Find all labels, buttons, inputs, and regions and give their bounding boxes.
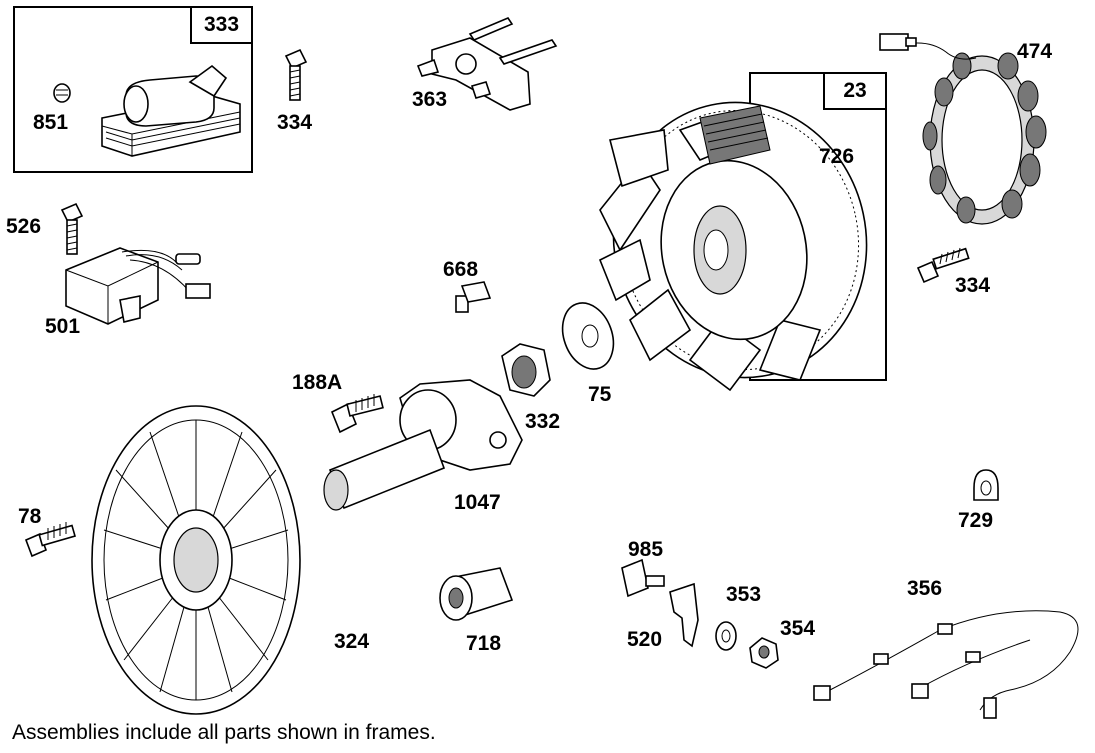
label-334-right: 334 — [955, 274, 991, 297]
part-333-ignition-coil — [101, 64, 241, 157]
label-726: 726 — [819, 145, 855, 168]
part-501-regulator-rectifier — [65, 247, 211, 325]
part-334-bolt-right — [916, 247, 970, 284]
frame-tag-23: 23 — [823, 72, 887, 110]
part-726-flywheel — [598, 101, 868, 392]
part-526-bolt — [60, 202, 84, 255]
part-718-spacer — [439, 567, 514, 621]
label-851: 851 — [33, 111, 69, 134]
part-520-bracket — [669, 582, 699, 648]
label-501: 501 — [45, 315, 81, 338]
label-526: 526 — [6, 215, 42, 238]
label-474: 474 — [1017, 40, 1053, 63]
label-729: 729 — [958, 509, 994, 532]
part-324-fan — [91, 405, 301, 715]
label-324: 324 — [334, 630, 370, 653]
part-729-clip — [973, 469, 999, 501]
label-353: 353 — [726, 583, 762, 606]
frame-333-ignition-coil — [13, 6, 253, 173]
frame-tag-333: 333 — [190, 6, 253, 44]
label-188A: 188A — [292, 371, 343, 394]
part-353-lockwasher — [715, 621, 737, 651]
part-332-nut — [501, 343, 551, 397]
part-474-alternator-stator — [879, 33, 1047, 225]
part-851-spark-plug-wire — [53, 27, 130, 103]
part-985-terminal — [621, 558, 665, 598]
part-188A-bolt — [330, 394, 384, 434]
label-668: 668 — [443, 258, 479, 281]
label-332: 332 — [525, 410, 561, 433]
label-1047: 1047 — [454, 491, 501, 514]
part-334-bolt-top — [284, 48, 308, 101]
part-75-washer — [561, 302, 615, 370]
part-668-screw — [455, 281, 492, 313]
part-356-wire-harness — [813, 610, 1079, 719]
label-363: 363 — [412, 88, 448, 111]
label-75: 75 — [588, 383, 612, 406]
label-520: 520 — [627, 628, 663, 651]
part-1047-fan-adapter — [323, 379, 523, 511]
part-363-mounting-bracket — [416, 17, 558, 111]
footer-note: Assemblies include all parts shown in fr… — [12, 721, 436, 744]
part-354-nut — [749, 637, 779, 669]
label-78: 78 — [18, 505, 42, 528]
label-334-top: 334 — [277, 111, 313, 134]
part-78-bolt — [24, 522, 76, 558]
label-718: 718 — [466, 632, 502, 655]
label-985: 985 — [628, 538, 664, 561]
label-354: 354 — [780, 617, 816, 640]
label-356: 356 — [907, 577, 943, 600]
